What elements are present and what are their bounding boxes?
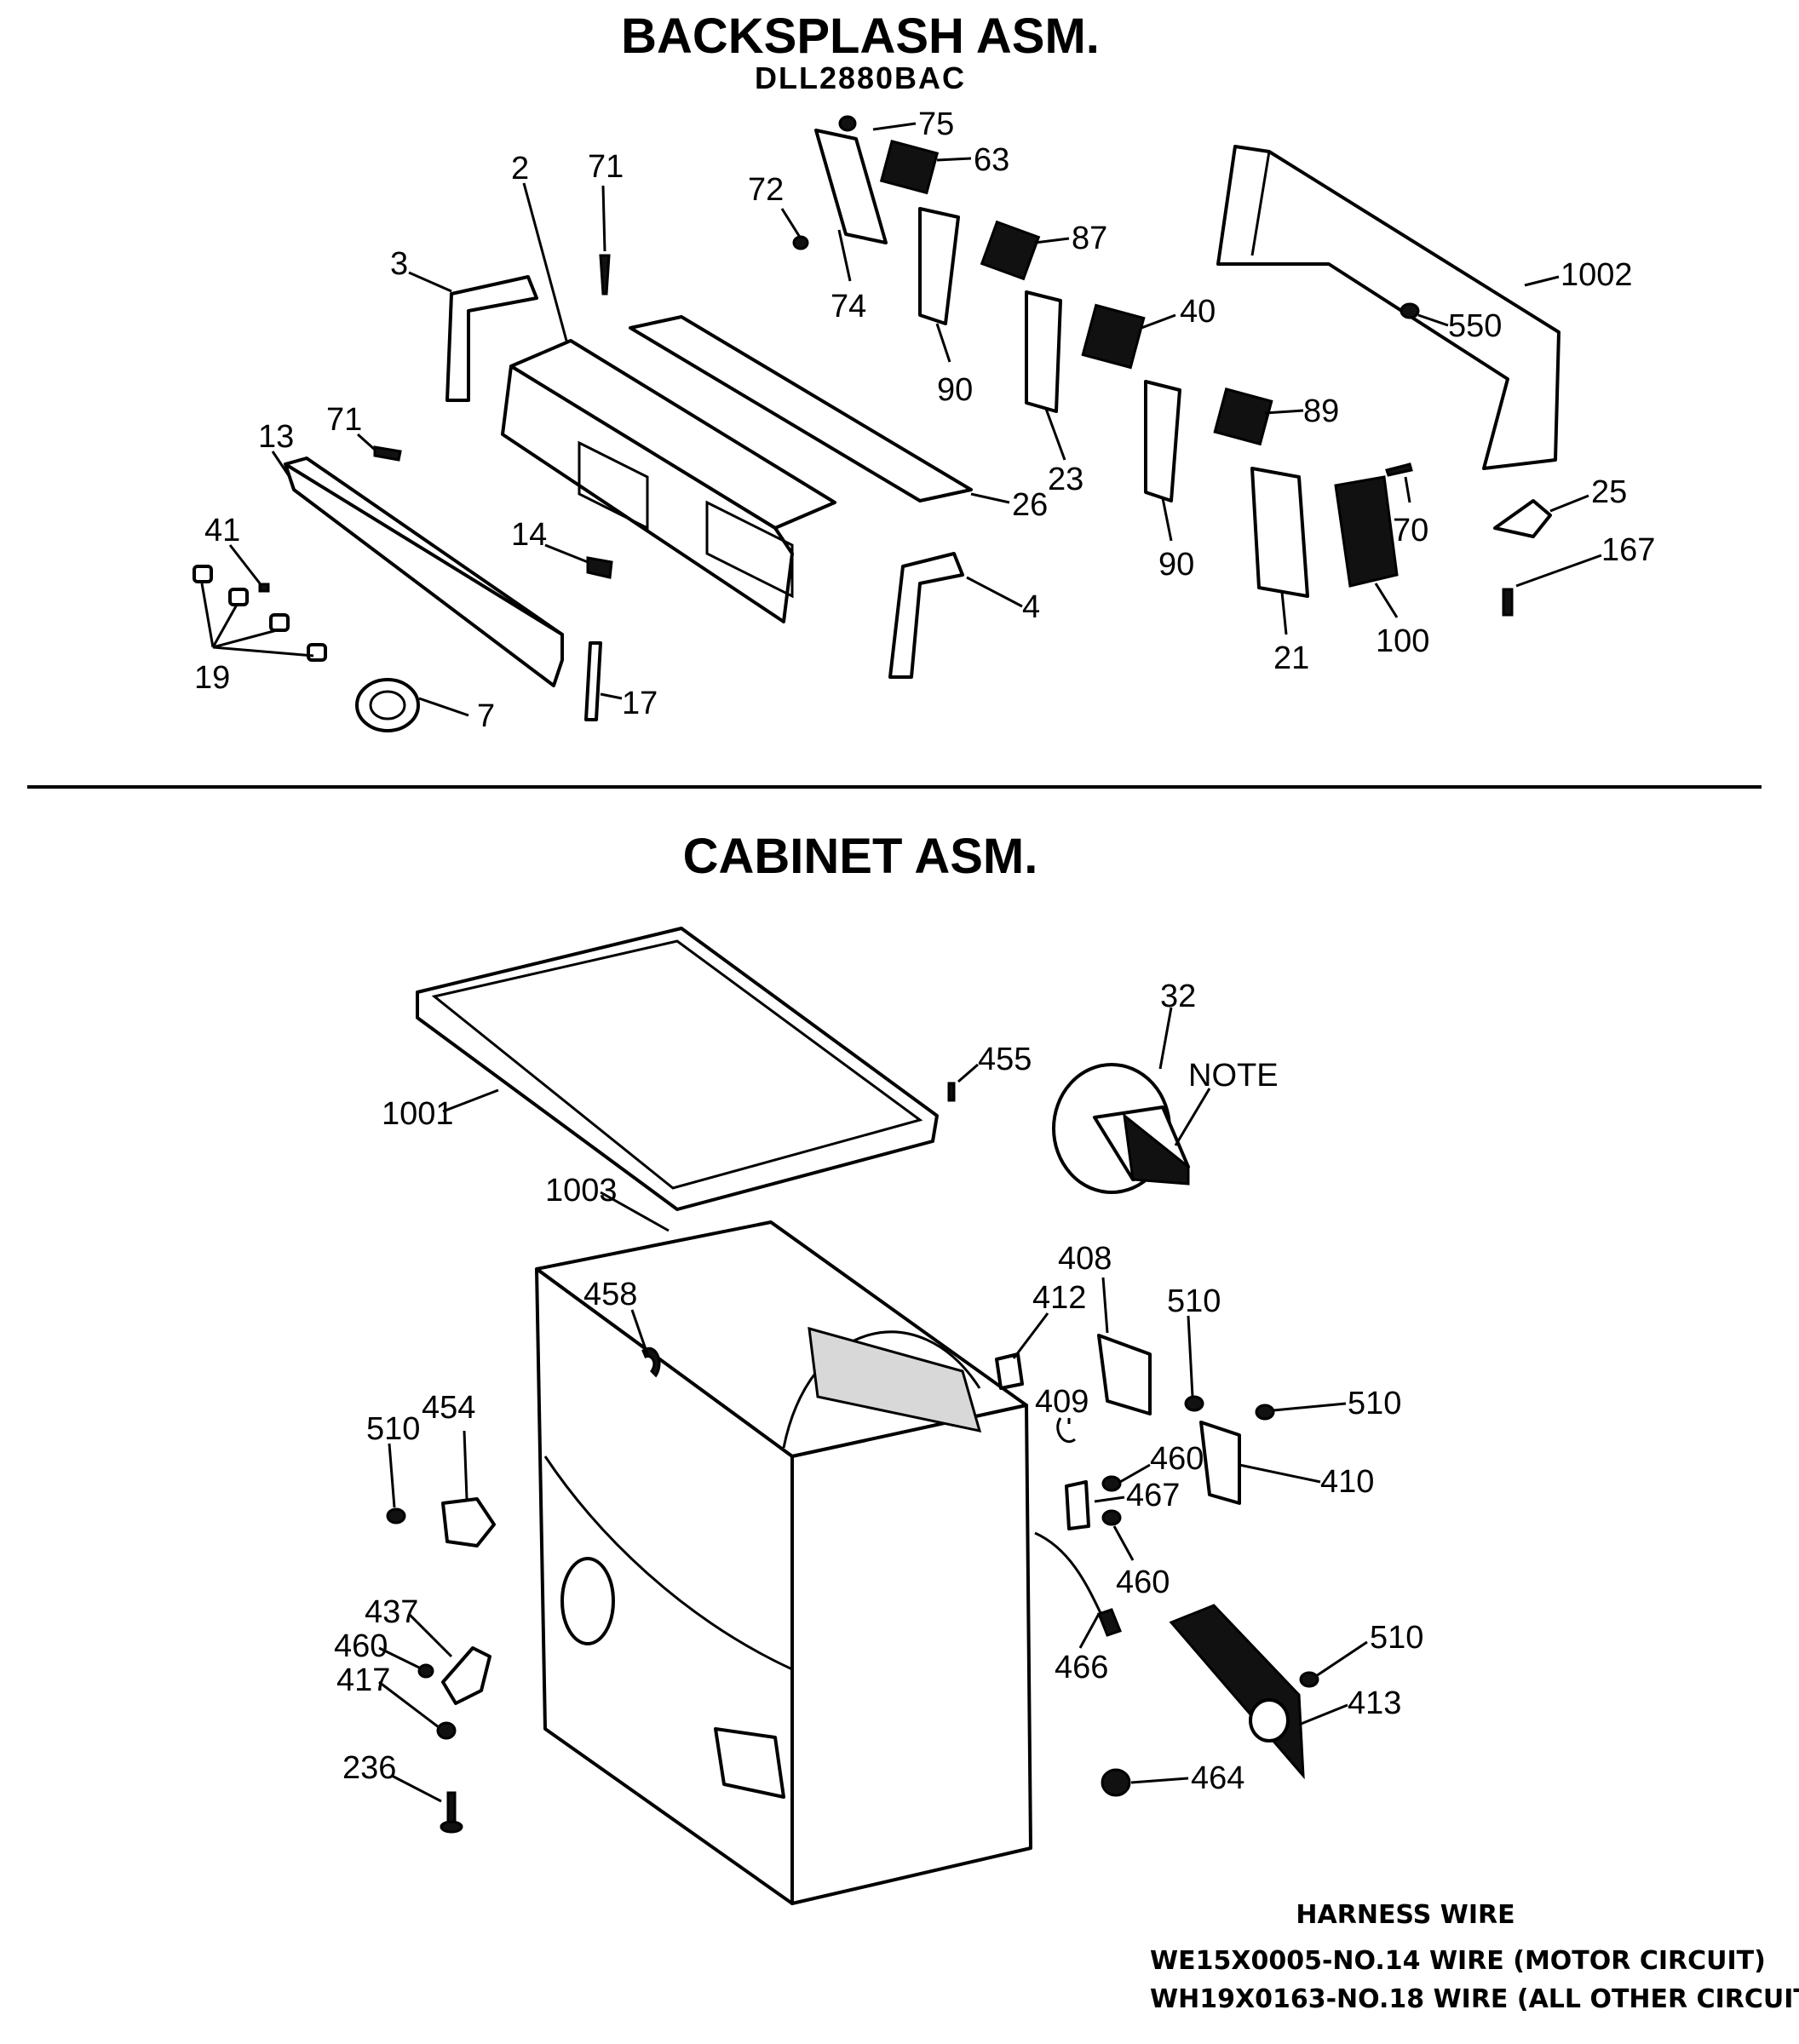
callout-13: 13 (258, 419, 294, 455)
callout-40: 40 (1180, 294, 1216, 330)
callout-14: 14 (511, 517, 547, 553)
callout-23: 23 (1048, 462, 1083, 497)
callout-460-a: 460 (1150, 1441, 1204, 1477)
callout-510-b: 510 (1348, 1386, 1401, 1421)
callout-510-d: 510 (1370, 1620, 1423, 1656)
callout-1003: 1003 (545, 1173, 618, 1209)
callout-550: 550 (1448, 308, 1502, 344)
backsplash-model: DLL2880BAC (755, 60, 966, 95)
callout-467: 467 (1126, 1478, 1180, 1513)
backsplash-title: BACKSPLASH ASM. (621, 9, 1100, 64)
callout-71-top: 71 (588, 149, 624, 185)
callout-71-left: 71 (326, 402, 362, 438)
backsplash-parts (193, 115, 1560, 732)
callout-1001: 1001 (382, 1096, 454, 1132)
callout-454: 454 (422, 1390, 475, 1426)
callout-510-a: 510 (1167, 1283, 1221, 1319)
harness-title: HARNESS WIRE (1296, 1900, 1514, 1930)
callout-460-b: 460 (1116, 1565, 1170, 1600)
callout-167: 167 (1601, 532, 1655, 568)
callout-74: 74 (831, 289, 866, 324)
callout-25: 25 (1591, 474, 1627, 510)
harness-line-2: WH19X0163-NO.18 WIRE (ALL OTHER CIRCUITS… (1150, 1984, 1799, 2014)
backsplash-callouts: 75 63 71 2 72 87 74 3 90 40 1002 550 26 … (194, 106, 1655, 734)
callout-41: 41 (204, 513, 240, 548)
callout-437: 437 (365, 1594, 418, 1630)
callout-408: 408 (1058, 1241, 1112, 1277)
callout-412: 412 (1032, 1280, 1086, 1316)
cabinet-callouts: 32 NOTE 455 1001 1003 458 408 412 510 40… (334, 979, 1423, 1803)
callout-3: 3 (390, 246, 408, 282)
callout-409: 409 (1035, 1384, 1089, 1420)
callout-90-bottom: 90 (1158, 547, 1194, 583)
callout-75: 75 (918, 106, 954, 142)
harness-line-1: WE15X0005-NO.14 WIRE (MOTOR CIRCUIT) (1150, 1946, 1766, 1976)
callout-63: 63 (974, 142, 1009, 178)
callout-410: 410 (1320, 1464, 1374, 1500)
callout-510-c: 510 (366, 1411, 420, 1447)
callout-413: 413 (1348, 1685, 1401, 1721)
callout-21: 21 (1273, 640, 1309, 676)
callout-458: 458 (583, 1277, 637, 1312)
callout-90-top: 90 (937, 372, 973, 408)
callout-26: 26 (1012, 487, 1048, 523)
callout-460-c: 460 (334, 1628, 388, 1664)
callout-72: 72 (748, 172, 784, 208)
callout-236: 236 (342, 1750, 396, 1786)
callout-32: 32 (1160, 979, 1196, 1014)
callout-464: 464 (1191, 1760, 1244, 1796)
callout-466: 466 (1055, 1650, 1108, 1685)
callout-70: 70 (1393, 513, 1428, 548)
callout-417: 417 (336, 1662, 390, 1698)
callout-87: 87 (1072, 221, 1107, 256)
callout-2: 2 (511, 151, 529, 187)
callout-note: NOTE (1188, 1058, 1279, 1094)
callout-7: 7 (477, 698, 495, 734)
cabinet-title: CABINET ASM. (683, 829, 1038, 884)
cabinet-parts (386, 927, 1319, 1905)
callout-455: 455 (978, 1042, 1032, 1077)
callout-89: 89 (1303, 393, 1339, 429)
callout-100: 100 (1376, 623, 1429, 659)
callout-19: 19 (194, 660, 230, 696)
callout-4: 4 (1022, 589, 1040, 625)
callout-17: 17 (622, 686, 658, 721)
callout-1002: 1002 (1560, 257, 1633, 293)
